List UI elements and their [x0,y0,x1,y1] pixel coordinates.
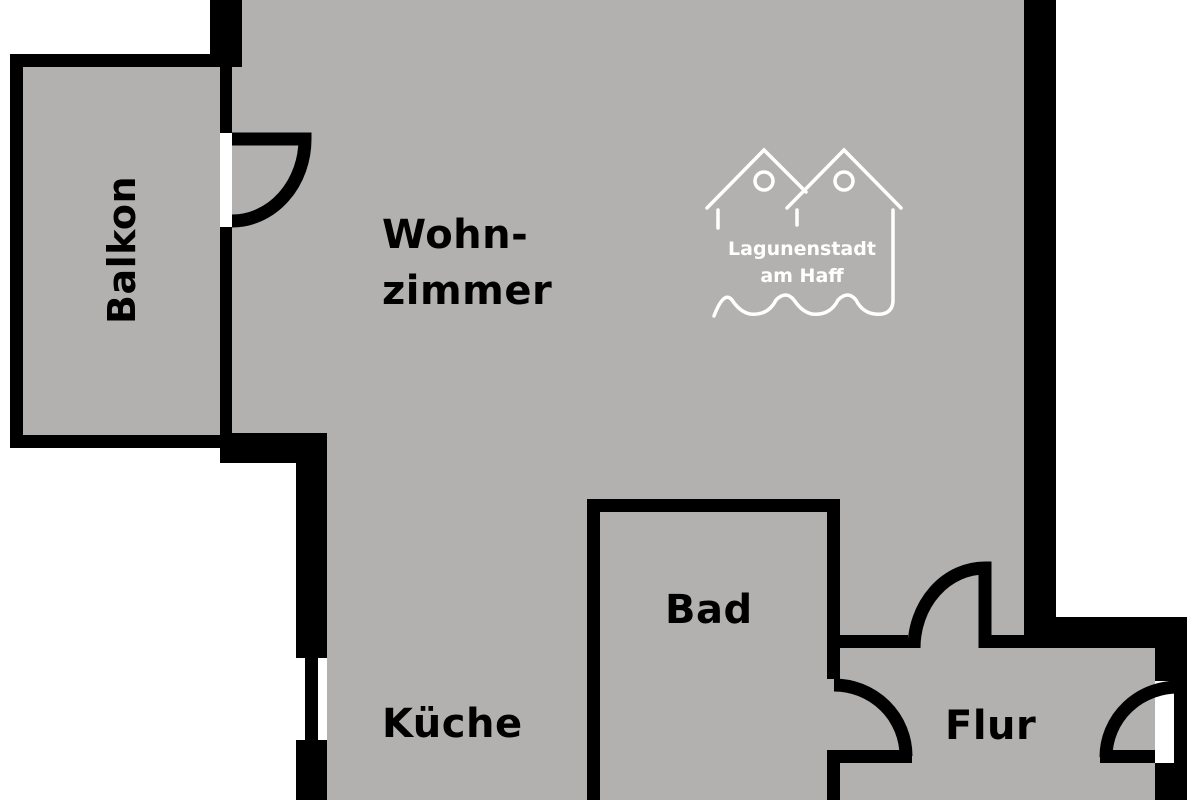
entrance-door [1099,680,1181,758]
room-label-bad: Bad [665,587,753,633]
floor-area [232,0,1155,800]
flur-top-door [907,561,992,649]
room-label-balkon: Balkon [100,175,144,325]
balcony-floor [23,67,220,435]
logo-text-line2: am Haff [760,265,844,287]
room-label-wohnzimmer-2: zimmer [382,268,553,314]
logo-houses-icon [705,147,903,318]
balcony-door [231,132,312,228]
room-label-flur: Flur [945,703,1037,749]
balcony-walls [10,54,232,448]
walls [210,0,1187,800]
room-label-kueche: Küche [382,701,523,747]
room-label-wohnzimmer-1: Wohn- [382,212,529,258]
doors [231,132,1181,758]
logo-text-line1: Lagunenstadt [728,238,876,260]
bad-door [833,678,913,757]
